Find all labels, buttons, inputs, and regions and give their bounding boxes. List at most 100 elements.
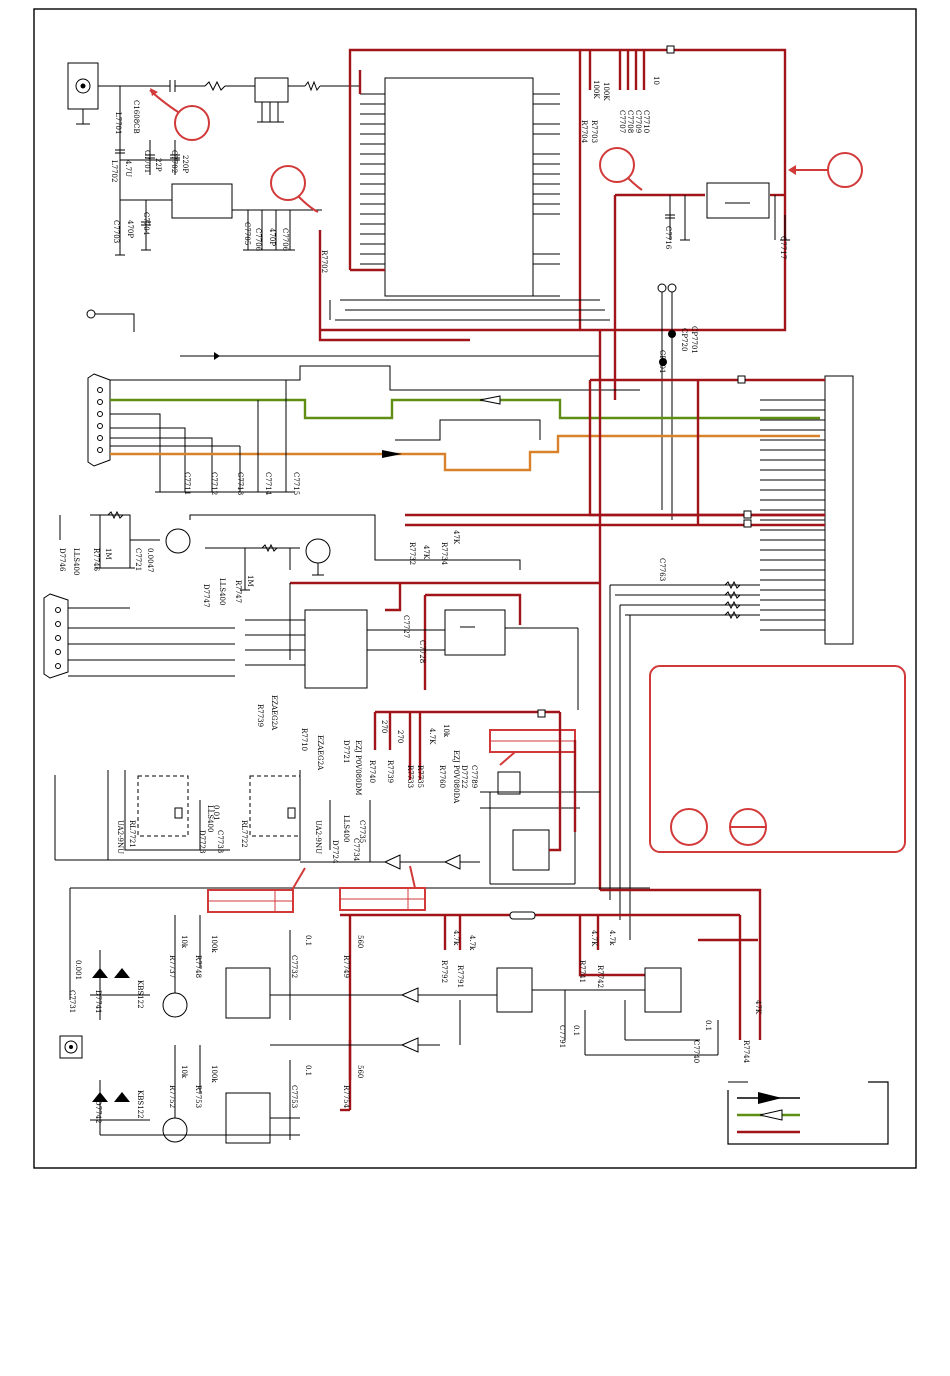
component-label-r7739b: R7739 — [386, 760, 394, 783]
component-label-22p: 22P — [154, 158, 162, 172]
component-label-100k_d: 100k — [210, 1065, 218, 1083]
component-label-ten: 10 — [652, 76, 660, 85]
component-label-470p_b: 470P — [268, 228, 276, 246]
antenna-jack — [67, 62, 99, 125]
regulator-block — [706, 182, 770, 219]
component-label-0.1_d: 0.1 — [304, 1065, 312, 1076]
component-label-r7733: R7733 — [406, 765, 414, 788]
component-label-c7731: C7731 — [68, 990, 76, 1013]
component-label-d7723: D7723 — [198, 830, 206, 853]
component-label-ezj: EZJ P0V080DM — [354, 740, 362, 795]
component-label-10k_a: 10k — [442, 724, 450, 738]
component-label-270_b: 270 — [396, 730, 404, 743]
component-label-47k_h: 47K — [754, 1000, 762, 1015]
legend-arrow-hollow — [759, 1109, 783, 1121]
component-label-r7792: R7792 — [440, 960, 448, 983]
component-label-c7791: C7791 — [558, 1025, 566, 1048]
component-label-c7733: C7733 — [216, 830, 224, 853]
component-label-c7703: C7703 — [112, 220, 120, 243]
component-label-c1608: C1608CB — [132, 100, 140, 134]
component-label-r7702: R7702 — [320, 250, 328, 273]
component-label-c7713: C7713 — [236, 472, 244, 495]
legend-box — [727, 1081, 889, 1145]
component-label-r7704: R7704 — [580, 120, 588, 144]
component-label-c7715: C7715 — [292, 472, 300, 495]
callout-circle-1 — [174, 105, 210, 141]
component-label-c7709: C7709 — [634, 110, 642, 133]
logic-gate-box-mid — [512, 829, 550, 871]
component-label-47k_c: 4.7K — [428, 728, 436, 745]
component-label-c7763: C7763 — [658, 558, 666, 581]
component-label-r7742: R7742 — [596, 965, 604, 988]
component-label-r7741: R7741 — [578, 960, 586, 983]
component-label-r7732: R7732 — [408, 542, 416, 565]
component-label-d7741: D7741 — [94, 990, 102, 1013]
component-label-r7754: R7754 — [342, 1085, 350, 1109]
component-label-c7789: C7789 — [470, 765, 478, 788]
component-label-10k_c: 10k — [180, 1065, 188, 1079]
component-label-1m_a: 1M — [104, 548, 112, 560]
component-label-r7791: R7791 — [456, 965, 464, 988]
schematic-frame — [33, 8, 917, 1169]
hollow-arrow-signal — [479, 395, 501, 405]
callout-circle-4 — [827, 152, 863, 188]
component-label-r7703: R7703 — [590, 120, 598, 143]
component-label-0.1_c: 0.1 — [704, 1020, 712, 1031]
component-label-c7727: C7727 — [402, 615, 410, 638]
component-label-c7705: C7705 — [243, 222, 251, 245]
callout-circle-a — [670, 808, 708, 846]
logic-gate-box-top — [497, 771, 521, 795]
right-connector-block — [824, 375, 854, 645]
component-label-ua2: UA2-9NU — [116, 820, 124, 854]
callout-circle-3 — [599, 147, 635, 183]
component-label-r7747: R7747 — [234, 580, 242, 603]
component-label-l7701: L7701 — [114, 112, 122, 134]
component-label-kbs122_b: KBS122 — [136, 1090, 144, 1119]
main-ic-top — [384, 77, 534, 297]
optocoupler-1 — [225, 967, 271, 1019]
callout-circle-2 — [270, 165, 306, 201]
component-label-c7710: C7710 — [642, 110, 650, 133]
bnc-jack-bottom — [59, 1035, 83, 1059]
and-gate-ic — [644, 967, 682, 1013]
component-label-c7721: C7721 — [134, 548, 142, 571]
db9-connector-bottom — [43, 593, 69, 679]
component-label-c7711: C7711 — [183, 472, 191, 495]
rf-amp-block — [254, 77, 289, 103]
component-label-1m_b: 1M — [246, 575, 254, 587]
component-label-r7710: R7710 — [300, 728, 308, 751]
component-label-r7749: R7749 — [342, 955, 350, 978]
component-label-c7740: C7740 — [692, 1040, 700, 1063]
component-label-c7707: C7707 — [618, 110, 626, 133]
component-label-lls400_c: LLS400 — [206, 805, 214, 832]
component-label-lls400_b: LLS400 — [218, 578, 226, 605]
component-label-c7708: C7708 — [626, 110, 634, 133]
component-label-d7747: D7747 — [202, 584, 210, 607]
component-label-kbs122_a: KBS122 — [136, 980, 144, 1009]
component-label-cp701: CP701 — [658, 350, 666, 373]
component-label-d7722: D7722 — [460, 765, 468, 788]
component-label-r7760: R7760 — [438, 765, 446, 788]
component-label-0.1_b: 0.1 — [572, 1025, 580, 1036]
component-label-100k_a: 100K — [592, 80, 600, 99]
component-label-r7753: R7753 — [194, 1085, 202, 1108]
component-label-ua2b: UA2-9NU — [314, 820, 322, 854]
component-label-cp720: CP720 — [680, 328, 688, 351]
component-label-c7706b: C7706 — [281, 228, 289, 252]
component-label-560_b: 560 — [356, 1065, 364, 1078]
component-label-c7714: C7714 — [264, 472, 272, 496]
component-label-r7734: R7734 — [440, 542, 448, 566]
component-label-47k_a: 47K — [422, 545, 430, 560]
component-label-d7742: D7742 — [94, 1100, 102, 1123]
component-label-100k_b: 100K — [602, 82, 610, 101]
component-label-c7704: C7704 — [142, 212, 150, 236]
component-label-lls400_a: LLS400 — [72, 548, 80, 575]
middle-ic-right — [444, 609, 506, 656]
component-label-r7737: R7737 — [168, 955, 176, 978]
component-label-47k_e: 4.7k — [468, 935, 476, 951]
component-label-r7735: R7735 — [416, 765, 424, 788]
component-label-rl7722: RL7722 — [240, 820, 248, 848]
component-label-560_a: 560 — [356, 935, 364, 948]
